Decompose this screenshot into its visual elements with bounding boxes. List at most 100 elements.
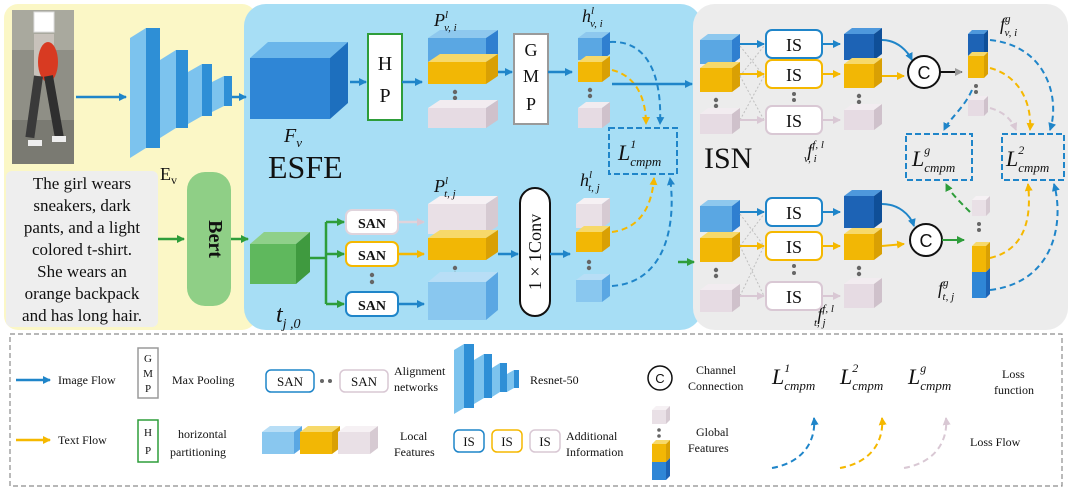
ev-label: Ev xyxy=(160,164,177,187)
legend-alignment-1: Alignment xyxy=(394,364,446,378)
legend-additional-1: Additional xyxy=(566,429,618,443)
legend-is-box-a xyxy=(453,429,485,453)
legend-local-features-icon xyxy=(262,426,378,454)
pv-local-features xyxy=(428,30,498,128)
is-label-top-2: IS xyxy=(786,65,802,85)
loss-arrow-fgv-to-lg xyxy=(943,89,973,131)
pedestrian-photo-icon xyxy=(12,10,74,164)
hv-features xyxy=(578,32,610,128)
caption-text: The girl wears sneakers, dark pants, and… xyxy=(22,174,142,325)
legend-alignment-2: networks xyxy=(394,380,438,394)
legend-is-box-b xyxy=(491,429,523,453)
gmp-label-m: M xyxy=(523,66,539,86)
green-branch xyxy=(310,222,328,304)
arrow-bottom-to-concat xyxy=(881,203,916,227)
arrow-top-to-concat xyxy=(881,39,913,61)
isn-top-output-stack xyxy=(844,28,882,130)
caption-line-5: She wears an xyxy=(37,262,127,281)
legend-hp-p: P xyxy=(145,445,151,457)
caption-box xyxy=(6,171,158,327)
legend-global-features-icon xyxy=(652,406,670,480)
legend-concat-icon xyxy=(647,365,673,391)
legend-horizontal-2: partitioning xyxy=(170,445,226,459)
loss2-box xyxy=(1001,133,1065,181)
legend-loss-flow-label: Loss Flow xyxy=(970,435,1021,449)
loss-arrow-fgt-to-l2-gold xyxy=(989,183,1033,259)
legend-loss-function-2: function xyxy=(994,383,1034,397)
legend-is-b-label: IS xyxy=(501,434,513,449)
isn-top-input-stack xyxy=(700,34,740,134)
isn-bottom-cross-lines xyxy=(739,213,765,297)
legend-concat-label: C xyxy=(655,371,664,386)
legend-san-box-a xyxy=(265,369,315,393)
hp-label-p: P xyxy=(379,85,390,107)
legend-horizontal-1: horizontal xyxy=(178,427,227,441)
loss-arrow-ht-blue xyxy=(611,177,675,287)
legend-hp-h: H xyxy=(144,427,152,439)
is-label-bottom-1: IS xyxy=(786,203,802,223)
legend-loss-function-1: Loss xyxy=(1002,367,1025,381)
concat-top-label: C xyxy=(918,63,931,83)
is-label-bottom-3: IS xyxy=(786,287,802,307)
legend-global-2: Features xyxy=(688,441,729,455)
is-label-bottom-2: IS xyxy=(786,237,802,257)
fv-label: Fv xyxy=(283,125,302,150)
legend-gmp-box xyxy=(137,347,159,399)
legend-channel-1: Channel xyxy=(696,363,737,377)
legend-is-c-label: IS xyxy=(539,434,551,449)
legend-local-2: Features xyxy=(394,445,435,459)
legend-loss-flow-pale xyxy=(903,417,951,469)
legend-text-flow-label: Text Flow xyxy=(58,433,107,447)
caption-line-4: colored t-shirt. xyxy=(32,240,132,259)
san-label-1: SAN xyxy=(358,217,386,232)
legend-gmp-p: P xyxy=(145,383,151,395)
isn-bottom-input-stack xyxy=(700,200,740,312)
is-label-top-1: IS xyxy=(786,35,802,55)
legend-image-flow-label: Image Flow xyxy=(58,373,116,387)
caption-line-7: and has long hair. xyxy=(22,306,142,325)
legend-local-1: Local xyxy=(400,429,428,443)
legend-is-a-label: IS xyxy=(463,434,475,449)
legend-resnet-label: Resnet-50 xyxy=(530,373,579,387)
fgt-global-features xyxy=(972,196,990,298)
legend-is-box-c xyxy=(529,429,561,453)
ev-encoder-icon xyxy=(130,28,232,158)
bert-block xyxy=(187,172,231,306)
legend-resnet-icon xyxy=(454,344,519,414)
loss-arrow-fgv-to-l2-gold xyxy=(989,67,1035,131)
loss-arrow-fgv-to-l2-blue xyxy=(989,39,1057,131)
legend-san-a-label: SAN xyxy=(277,374,304,389)
hp-label-h: H xyxy=(378,53,392,75)
hp-box xyxy=(367,33,403,121)
gmp-box xyxy=(513,33,549,125)
loss-arrow-fgv-to-l2-pale xyxy=(989,107,1018,131)
san-label-2: SAN xyxy=(358,249,386,264)
caption-line-1: The girl wears xyxy=(33,174,131,193)
conv-label: 1 × 1Conv xyxy=(525,214,545,290)
is-label-top-3: IS xyxy=(786,111,802,131)
loss-arrow-fgt-to-lg xyxy=(945,183,971,213)
legend-panel xyxy=(9,333,1063,487)
legend-max-pooling: Max Pooling xyxy=(172,373,234,387)
arrow-bottom-gold-to-concat xyxy=(881,240,905,249)
tj0-label: tj ,0 xyxy=(276,302,301,332)
concat-bottom-label: C xyxy=(920,231,933,251)
conv-box xyxy=(519,187,551,317)
legend-additional-2: Information xyxy=(566,445,623,459)
legend-gmp-m: M xyxy=(143,368,153,380)
ht-features xyxy=(576,198,610,302)
isn-bottom-output-stack xyxy=(844,190,882,308)
legend-channel-2: Connection xyxy=(688,379,743,393)
